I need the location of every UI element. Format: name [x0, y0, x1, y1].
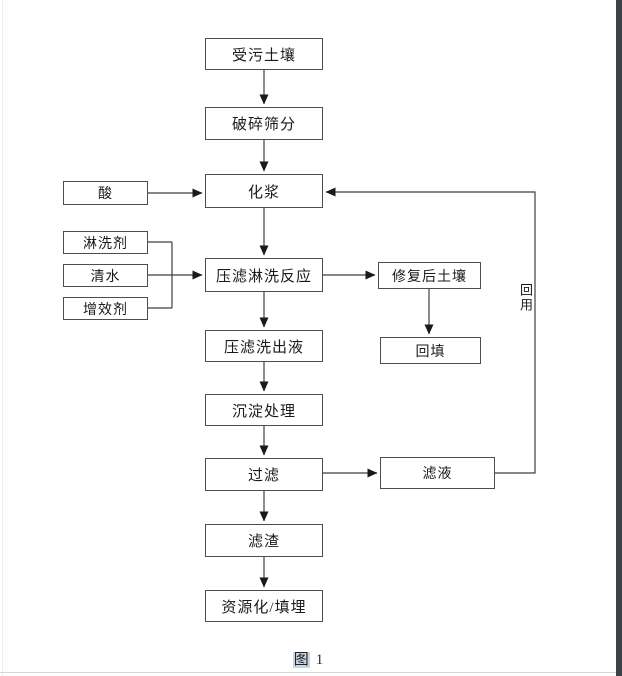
- node-filtration: 过滤: [205, 458, 323, 491]
- node-press-filter-washing-reaction: 压滤淋洗反应: [205, 258, 323, 292]
- node-resource-or-landfill: 资源化/填埋: [205, 590, 323, 622]
- node-press-filter-effluent: 压滤洗出液: [205, 330, 323, 362]
- node-precipitation-treatment: 沉淀处理: [205, 394, 323, 426]
- figure-caption-number: 1: [315, 652, 324, 668]
- node-washing-agent: 淋洗剂: [63, 231, 148, 254]
- figure-caption-field: 图: [292, 652, 310, 668]
- node-filtrate: 滤液: [380, 457, 495, 489]
- node-synergist: 增效剂: [63, 297, 148, 320]
- page-bottom-boundary: [0, 672, 616, 673]
- node-remediated-soil: 修复后土壤: [378, 262, 481, 289]
- node-contaminated-soil: 受污土壤: [205, 38, 323, 70]
- node-slurrying: 化浆: [205, 174, 323, 208]
- reuse-line-label: 回用: [518, 283, 533, 313]
- node-backfill: 回填: [380, 337, 481, 364]
- node-acid: 酸: [63, 181, 148, 205]
- node-crush-screen: 破碎筛分: [205, 107, 323, 140]
- window-right-edge-bar: [616, 0, 622, 676]
- node-filter-residue: 滤渣: [205, 524, 323, 557]
- page-left-edge: [2, 0, 3, 676]
- feedback-filtrate-to-slurry: [325, 187, 536, 474]
- node-clean-water: 清水: [63, 264, 148, 287]
